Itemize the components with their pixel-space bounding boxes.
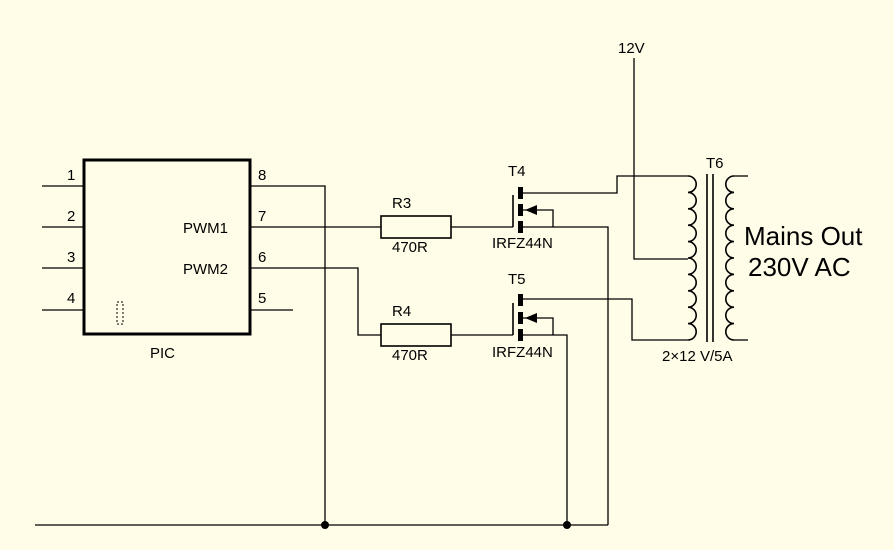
r4-ref-label: R4 [392, 303, 411, 320]
t6-ref-label: T6 [706, 155, 724, 172]
pin-7-label: 7 [258, 208, 266, 225]
ic-orientation-mark [116, 301, 124, 325]
pin-4-label: 4 [67, 290, 75, 307]
wiring [35, 58, 688, 529]
pin-1-label: 1 [67, 167, 75, 184]
wire-12v-to-center-tap [633, 58, 688, 260]
transformer-t6: T6 2×12 V/5A [662, 155, 748, 365]
t5-channel-source [518, 329, 523, 341]
ic-name-label: PIC [150, 345, 175, 362]
r4-value-label: 470R [392, 347, 428, 364]
t4-channel-drain [518, 187, 523, 199]
t6-rating-label: 2×12 V/5A [662, 348, 732, 365]
t4-part-label: IRFZ44N [492, 235, 553, 252]
r3-value-label: 470R [392, 239, 428, 256]
t4-ref-label: T4 [508, 163, 526, 180]
wire-t4-drain-to-transformer [522, 175, 688, 194]
wire-pin8-to-ground [250, 185, 326, 525]
wire-pin6-to-r4 [250, 267, 381, 336]
resistor-r4: R4 470R [380, 303, 452, 364]
wire-t4-source-to-ground [522, 226, 609, 525]
ic-body [82, 158, 252, 336]
pwm1-label: PWM1 [183, 220, 228, 237]
wire-t5-drain-to-transformer [522, 298, 688, 341]
pwm2-label: PWM2 [183, 261, 228, 278]
t5-channel-mid [518, 312, 523, 324]
mosfet-t4: T4 IRFZ44N [492, 163, 554, 252]
t5-part-label: IRFZ44N [492, 344, 553, 361]
t4-body-diode-lead [523, 209, 554, 227]
pin-2-label: 2 [67, 208, 75, 225]
ground-junction-2 [563, 521, 571, 529]
t6-primary-winding [687, 175, 697, 341]
pin-6-label: 6 [258, 249, 266, 266]
t6-secondary-winding [725, 175, 735, 341]
t4-arrow [525, 205, 537, 215]
t4-channel-source [518, 221, 523, 233]
pic-ic: 1 2 3 4 8 7 6 5 PWM1 PWM2 PIC [42, 158, 293, 362]
pin-5-label: 5 [258, 290, 266, 307]
mosfet-t5: T5 IRFZ44N [492, 271, 554, 361]
r3-body [380, 215, 452, 239]
t5-body-diode-lead [523, 317, 554, 335]
r4-body [380, 323, 452, 347]
wire-t5-source-to-ground [522, 334, 568, 525]
pin-8-label: 8 [258, 167, 266, 184]
t4-channel-mid [518, 204, 523, 216]
ground-junction-1 [321, 521, 329, 529]
output-label-line-1: Mains Out [744, 221, 863, 251]
output-label-line-2: 230V AC [748, 252, 851, 282]
pin-3-label: 3 [67, 249, 75, 266]
t5-ref-label: T5 [508, 271, 526, 288]
resistor-r3: R3 470R [380, 195, 452, 256]
t5-arrow [525, 313, 537, 323]
r3-ref-label: R3 [392, 195, 411, 212]
supply-label: 12V [618, 40, 645, 57]
t5-channel-drain [518, 294, 523, 306]
